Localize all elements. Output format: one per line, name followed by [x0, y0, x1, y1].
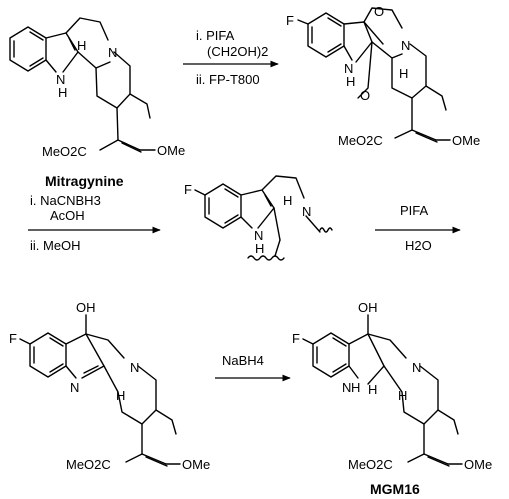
- step3-reagent-1: PIFA: [400, 203, 429, 218]
- mitragynine-structure: N H H N MeO2C OMe: [9, 17, 185, 159]
- start-compound-name: Mitragynine: [45, 173, 124, 189]
- step2-reagent-1: i. NaCNBH3: [30, 193, 101, 208]
- imine-ester: MeO2C: [66, 457, 111, 472]
- intermediate-n: N: [401, 38, 410, 53]
- imine-oh: OH: [76, 300, 96, 315]
- step3-reagent-2: H2O: [405, 238, 432, 253]
- intermediate-nh-h: H: [346, 74, 355, 89]
- mgm16-nh-h: H: [351, 380, 360, 395]
- mitragynine-nh-h: H: [58, 85, 67, 100]
- step1-reagent-1: i. PIFA: [196, 28, 235, 43]
- step1-reagent-2: (CH2OH)2: [207, 44, 268, 59]
- mgm16-h-2: H: [398, 388, 407, 403]
- middle-n: N: [302, 204, 311, 219]
- mgm16-ome: OMe: [464, 457, 492, 472]
- fluoro-spiro-intermediate: F O N H O N H MeO2C OMe: [286, 4, 480, 148]
- step4-reagent-1: NaBH4: [222, 353, 264, 368]
- mgm16-h-1: H: [368, 382, 377, 397]
- intermediate-f: F: [286, 13, 294, 28]
- mgm16-ester: MeO2C: [348, 457, 393, 472]
- hydroxy-imine-intermediate: F OH N N H MeO2C OMe: [9, 300, 210, 472]
- product-compound-name: MGM16: [370, 481, 420, 497]
- middle-nh: N: [254, 228, 263, 243]
- fluoro-indole-intermediate: F N H H N: [184, 175, 333, 261]
- intermediate-ome: OMe: [452, 133, 480, 148]
- mgm16-nh-n: N: [342, 380, 351, 395]
- step2-reagent-2: AcOH: [50, 208, 85, 223]
- mgm16-n: N: [412, 360, 421, 375]
- step1-reagent-3: ii. FP-T800: [196, 72, 260, 87]
- middle-h: H: [283, 193, 292, 208]
- imine-ome: OMe: [182, 457, 210, 472]
- mitragynine-h: H: [77, 38, 86, 53]
- middle-f: F: [184, 182, 192, 197]
- mitragynine-nh: N: [56, 72, 65, 87]
- imine-f: F: [9, 331, 17, 346]
- intermediate-h: H: [399, 66, 408, 81]
- mgm16-f: F: [292, 331, 300, 346]
- intermediate-o-top: O: [374, 4, 384, 19]
- imine-n: N: [70, 380, 79, 395]
- intermediate-o-bottom: O: [360, 88, 370, 103]
- middle-nh-h: H: [255, 241, 264, 256]
- mitragynine-ester: MeO2C: [42, 144, 87, 159]
- mgm16-oh: OH: [358, 300, 378, 315]
- step2-reagent-3: ii. MeOH: [30, 238, 81, 253]
- intermediate-nh: N: [344, 61, 353, 76]
- mitragynine-ome: OMe: [157, 143, 185, 158]
- mgm16-structure: F OH N H H N H MeO2C OMe: [292, 300, 492, 472]
- imine-h: H: [116, 388, 125, 403]
- mitragynine-n: N: [108, 45, 117, 60]
- imine-n2: N: [130, 360, 139, 375]
- intermediate-ester: MeO2C: [338, 133, 383, 148]
